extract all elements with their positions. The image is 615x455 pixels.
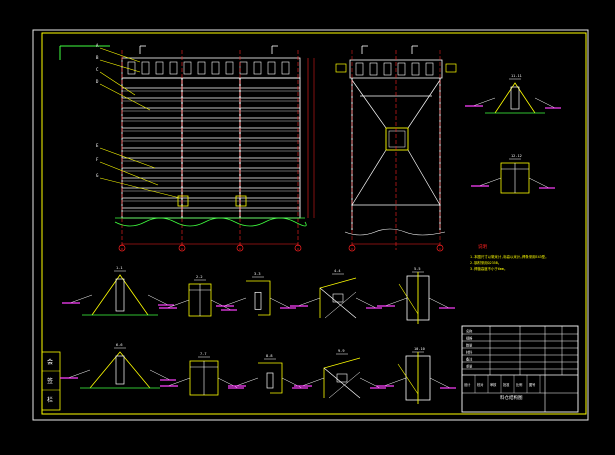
- title-row-label: 重量: [466, 364, 473, 369]
- top-beam-slots: [127, 61, 290, 75]
- callout-e: E: [96, 143, 99, 148]
- detail-sections: 1-1 2-2 3-3 4-4 5-5 6-6 7-7 8-8 9-9 10-10 11-11 12-…: [60, 74, 561, 404]
- section-label: 3-3: [254, 272, 261, 276]
- top-slot: [281, 61, 290, 75]
- section-label: 11-11: [511, 74, 522, 78]
- callout-b: B: [96, 55, 99, 60]
- top-slot: [253, 61, 262, 75]
- detail-3: 3-3: [216, 272, 296, 316]
- top-slot: [225, 61, 234, 75]
- outer-sheet-frame: [32, 29, 589, 421]
- top-slot: [197, 61, 206, 75]
- section-label: 1-1: [116, 266, 123, 270]
- top-slot: [183, 61, 192, 75]
- stamp-char-1: 会: [47, 358, 53, 366]
- title-row-label: 材料: [466, 350, 473, 355]
- title-row-label: 规格: [466, 336, 473, 341]
- detail-8: 8-8: [228, 354, 308, 394]
- title-row-label: 备注: [466, 357, 473, 362]
- detail-10: 10-10: [376, 347, 456, 404]
- detail-7: 7-7: [160, 352, 244, 396]
- detail-12: 12-12: [471, 154, 555, 194]
- side-slot: [369, 62, 378, 76]
- top-slot: [155, 61, 164, 75]
- horizontal-purlins: [122, 87, 300, 212]
- top-slot: [169, 61, 178, 75]
- callout-d: D: [96, 79, 99, 84]
- inner-sheet-border: [41, 32, 587, 415]
- callout-f: F: [96, 157, 99, 162]
- detail-2: 2-2: [159, 275, 237, 317]
- side-slot: [411, 62, 420, 76]
- section-label: 2-2: [196, 275, 203, 279]
- section-label: 7-7: [200, 352, 207, 356]
- top-slot: [211, 61, 220, 75]
- callout-g: G: [96, 173, 99, 178]
- notes-line-2: 2.钢材采用Q235B。: [470, 260, 501, 265]
- side-slot: [383, 62, 392, 76]
- callout-c: C: [96, 67, 99, 72]
- drawing-title: 料仓结构图: [500, 394, 523, 401]
- stamp-char-2: 签: [47, 377, 53, 385]
- title-field: 审核: [490, 382, 497, 387]
- title-field: 校对: [477, 382, 484, 387]
- section-label: 10-10: [414, 347, 425, 351]
- notes-line-1: 1.本图尺寸以毫米计,标高以米计。: [470, 254, 524, 259]
- side-slot: [397, 62, 406, 76]
- title-field: 设计: [464, 382, 471, 387]
- title-row-label: 名称: [466, 329, 473, 334]
- callout-a: A: [96, 43, 99, 48]
- section-label: 9-9: [338, 349, 345, 353]
- detail-6: 6-6: [60, 343, 176, 389]
- title-field: 图号: [529, 382, 535, 387]
- notes-side: 焊条采用E43型。: [522, 254, 548, 259]
- stamp-char-3: 栏: [47, 396, 53, 404]
- notes-heading: 说明: [478, 243, 487, 250]
- side-top-slots: [355, 62, 434, 76]
- section-label: 5-5: [414, 267, 421, 271]
- general-notes: 说明 1.本图尺寸以毫米计,标高以米计。 2.钢材采用Q235B。 3.焊缝高度…: [470, 243, 548, 271]
- left-stamp-block: 会 签 栏: [41, 351, 61, 411]
- top-slot: [239, 61, 248, 75]
- top-slot: [141, 61, 150, 75]
- side-elevation-view: [335, 45, 457, 252]
- top-slot: [267, 61, 276, 75]
- section-label: 6-6: [116, 343, 123, 347]
- detail-9: 9-9: [294, 349, 386, 399]
- front-elevation-view: A B C D E F G: [96, 43, 315, 252]
- side-slot: [355, 62, 364, 76]
- section-label: 8-8: [266, 354, 273, 358]
- top-slot: [127, 61, 136, 75]
- axis-gridlines: [121, 50, 299, 250]
- title-field: 比例: [516, 382, 522, 387]
- title-field: 批准: [503, 382, 510, 387]
- detail-11: 11-11: [465, 74, 561, 114]
- section-label: 12-12: [511, 154, 522, 158]
- detail-1: 1-1: [62, 266, 174, 316]
- detail-5: 5-5: [377, 267, 455, 324]
- title-row-label: 数量: [466, 343, 473, 348]
- side-slot: [425, 62, 434, 76]
- section-label: 4-4: [334, 269, 341, 273]
- notes-line-3: 3.焊缝高度不小于6mm。: [470, 266, 507, 271]
- detail-4: 4-4: [290, 269, 382, 319]
